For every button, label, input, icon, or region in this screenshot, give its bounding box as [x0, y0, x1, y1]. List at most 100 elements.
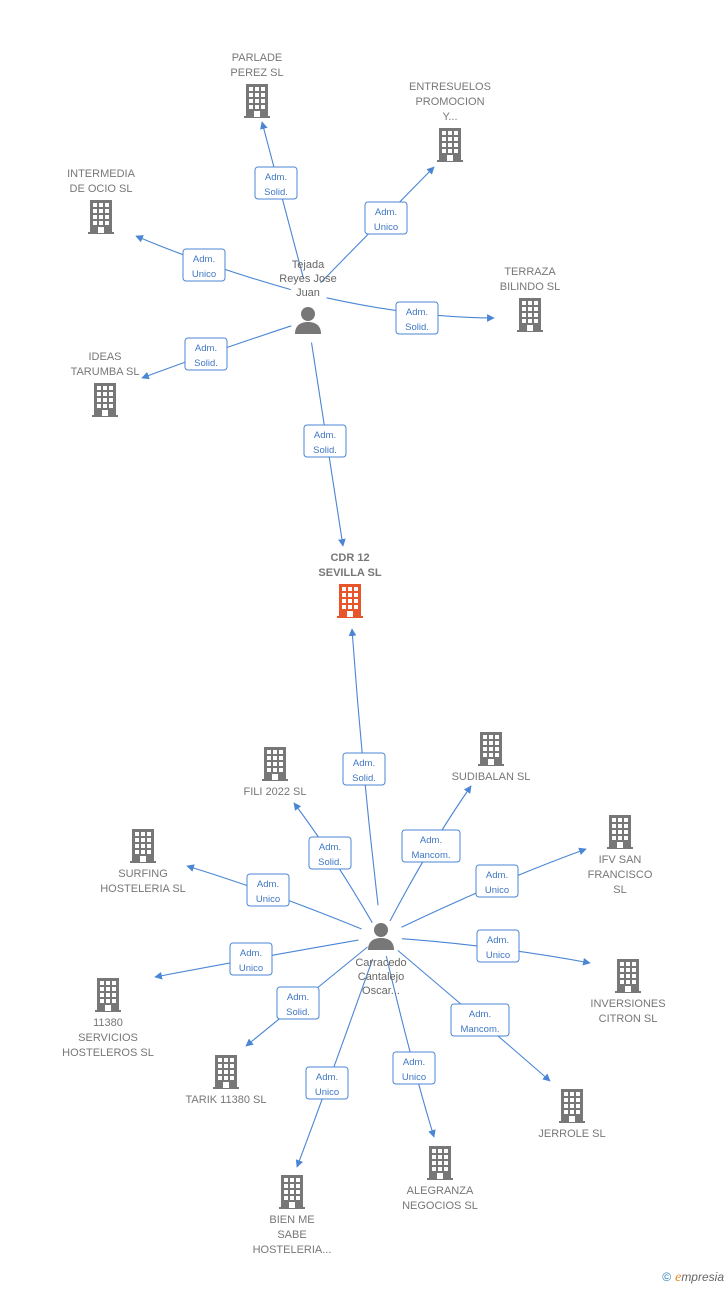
- company-name: NEGOCIOS SL: [402, 1200, 478, 1212]
- edge-label-text: Solid.: [405, 322, 429, 333]
- edge-label-box: [392, 1051, 436, 1085]
- company-name: CITRON SL: [599, 1013, 658, 1025]
- person-icon: [295, 307, 321, 334]
- edge-label-box: [364, 201, 408, 235]
- building-icon: [244, 84, 270, 118]
- company-node-ideas[interactable]: IDEAS TARUMBA SL: [71, 351, 140, 417]
- company-name: HOSTELERIA...: [253, 1244, 332, 1256]
- building-icon: [517, 298, 543, 332]
- edge-label-p2-inversiones[interactable]: Adm.Unico: [476, 929, 520, 963]
- company-node-alegranza[interactable]: ALEGRANZA NEGOCIOS SL: [402, 1146, 478, 1212]
- company-node-entresuelos[interactable]: ENTRESUELOSPROMOCIONY...: [409, 81, 491, 162]
- company-node-fili[interactable]: FILI 2022 SL: [244, 747, 307, 798]
- person-name: Reyes Jose: [279, 273, 336, 285]
- edge-label-box: [450, 1003, 510, 1037]
- edge-label-box: [303, 424, 347, 458]
- footer-brand[interactable]: ©empresia: [662, 1270, 724, 1286]
- edge-label-p1-parlade[interactable]: Adm.Solid.: [254, 166, 298, 200]
- edge-label-text: Adm.: [257, 879, 279, 890]
- edge-label-text: Adm.: [375, 207, 397, 218]
- edge-label-text: Unico: [486, 950, 510, 961]
- building-icon: [88, 200, 114, 234]
- edge-label-p2-bienme[interactable]: Adm.Unico: [305, 1066, 349, 1100]
- edge-label-box: [395, 301, 439, 335]
- edge-label-text: Solid.: [352, 773, 376, 784]
- building-icon: [427, 1146, 453, 1180]
- building-icon: [262, 747, 288, 781]
- company-name: TERRAZA: [504, 266, 556, 278]
- company-name: ALEGRANZA: [407, 1185, 474, 1197]
- company-name: FRANCISCO: [588, 869, 653, 881]
- edge-label-text: Adm.: [265, 172, 287, 183]
- company-name: JERROLE SL: [538, 1128, 605, 1140]
- company-node-bienme[interactable]: BIEN MESABEHOSTELERIA...: [253, 1175, 332, 1256]
- edge-label-text: Unico: [192, 269, 216, 280]
- edge-label-p1-intermedia[interactable]: Adm.Unico: [182, 248, 226, 282]
- company-node-sudibalan[interactable]: SUDIBALAN SL: [452, 732, 531, 783]
- edge-label-box: [401, 829, 461, 863]
- company-node-jerrole[interactable]: JERROLE SL: [538, 1089, 606, 1140]
- company-name: SERVICIOS: [78, 1032, 138, 1044]
- edge-label-box: [182, 248, 226, 282]
- person-node-p2[interactable]: CarracedoCantalejoOscar...: [355, 923, 407, 997]
- edge-label-p2-fili[interactable]: Adm.Solid.: [308, 836, 352, 870]
- edge-label-p2-sudibalan[interactable]: Adm.Mancom.: [401, 829, 461, 863]
- building-icon: [279, 1175, 305, 1209]
- edge-label-box: [308, 836, 352, 870]
- edge-label-text: Adm.: [287, 992, 309, 1003]
- company-name: Y...: [442, 111, 457, 123]
- building-icon: [130, 829, 156, 863]
- person-name: Cantalejo: [358, 971, 404, 983]
- edge-label-text: Solid.: [318, 857, 342, 868]
- company-name: IFV SAN: [599, 854, 642, 866]
- company-name: HOSTELERIA SL: [100, 883, 186, 895]
- edge-label-p2-surfing[interactable]: Adm.Unico: [246, 873, 290, 907]
- company-name: DE OCIO SL: [70, 183, 133, 195]
- edge-label-p2-ifv[interactable]: Adm.Unico: [475, 864, 519, 898]
- edge-label-p1-terraza[interactable]: Adm.Solid.: [395, 301, 439, 335]
- edge-label-text: Adm.: [403, 1057, 425, 1068]
- edge-labels-layer: Adm.Solid.Adm.UnicoAdm.UnicoAdm.Solid.Ad…: [182, 166, 520, 1100]
- edge-label-text: Adm.: [469, 1009, 491, 1020]
- person-name: Tejada: [292, 259, 325, 271]
- edge-label-p1-center[interactable]: Adm.Solid.: [303, 424, 347, 458]
- company-name: IDEAS: [88, 351, 121, 363]
- company-name: PARLADE: [232, 52, 283, 64]
- edge-label-box: [246, 873, 290, 907]
- edge-label-box: [475, 864, 519, 898]
- edge-label-box: [276, 986, 320, 1020]
- company-name: SABE: [277, 1229, 306, 1241]
- edge-label-text: Adm.: [353, 758, 375, 769]
- company-name: TARUMBA SL: [71, 366, 140, 378]
- edge-label-text: Unico: [239, 963, 263, 974]
- edge-label-text: Unico: [402, 1072, 426, 1083]
- edge-label-p1-entresuelos[interactable]: Adm.Unico: [364, 201, 408, 235]
- edge-label-p2-alegranza[interactable]: Adm. Unico: [392, 1051, 436, 1085]
- edge-label-box: [184, 337, 228, 371]
- edge-label-p1-ideas[interactable]: Adm.Solid.: [184, 337, 228, 371]
- building-icon: [615, 959, 641, 993]
- edge-label-p2-jerrole[interactable]: Adm.Mancom.: [450, 1003, 510, 1037]
- company-name: 11380: [93, 1017, 123, 1029]
- brand-logo-initial: e: [675, 1270, 682, 1285]
- company-node-tarik[interactable]: TARIK 11380 SL: [186, 1055, 267, 1106]
- person-name: Carracedo: [355, 957, 406, 969]
- edge-label-p2-center[interactable]: Adm. Solid.: [342, 752, 386, 786]
- company-name: HOSTELEROS SL: [62, 1047, 154, 1059]
- company-name: TARIK 11380 SL: [186, 1094, 267, 1106]
- edge-label-p2-s11380[interactable]: Adm.Unico: [229, 942, 273, 976]
- edge-label-p2-tarik[interactable]: Adm.Solid.: [276, 986, 320, 1020]
- building-icon: [607, 815, 633, 849]
- edge-label-box: [305, 1066, 349, 1100]
